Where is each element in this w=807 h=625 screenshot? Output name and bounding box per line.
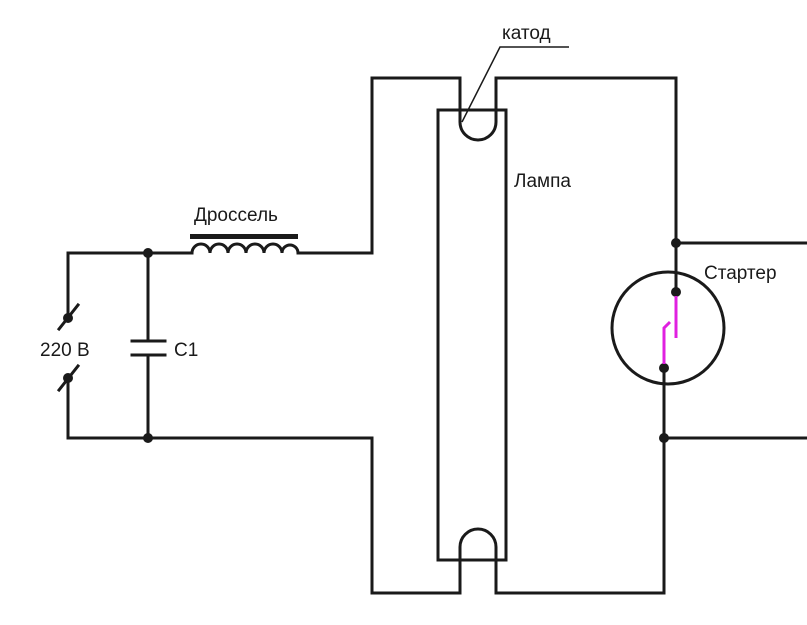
- choke-label: Дроссель: [194, 205, 278, 226]
- terminal-top-icon: [56, 302, 81, 332]
- starter-contact-bimetal-icon: [662, 320, 672, 364]
- choke: Дроссель: [146, 76, 462, 255]
- lamp-label: Лампа: [514, 171, 571, 192]
- cathode-label: катод: [502, 23, 551, 44]
- mains-input: 220 В: [40, 251, 150, 440]
- cathode-leader-line: [461, 46, 569, 123]
- return-wire: [146, 436, 462, 595]
- lower-cathode-icon: [458, 527, 498, 562]
- starter-electrode-dot: [659, 363, 669, 373]
- upper-cathode-right-wire: [494, 76, 678, 245]
- terminal-bottom-icon: [56, 363, 81, 393]
- starter: Стартер: [610, 241, 777, 440]
- upper-cathode-icon: [458, 108, 498, 142]
- choke-core-icon: [190, 234, 298, 239]
- choke-coil-icon: [190, 242, 300, 255]
- starter-electrode-dot: [671, 287, 681, 297]
- voltage-label: 220 В: [40, 340, 90, 361]
- capacitor-label: С1: [174, 340, 198, 361]
- mains-bottom-wire: [66, 376, 150, 440]
- starter-bulb: [610, 270, 726, 386]
- starter-label: Стартер: [704, 263, 777, 284]
- choke-right-wire: [296, 76, 462, 255]
- cathode-callout: катод: [461, 23, 569, 123]
- lamp-tube: [436, 108, 508, 562]
- capacitor-c1: С1: [130, 248, 198, 443]
- lamp: Лампа: [436, 108, 571, 562]
- mains-top-wire: [66, 251, 150, 320]
- lower-cathode-right-wire: [494, 436, 666, 595]
